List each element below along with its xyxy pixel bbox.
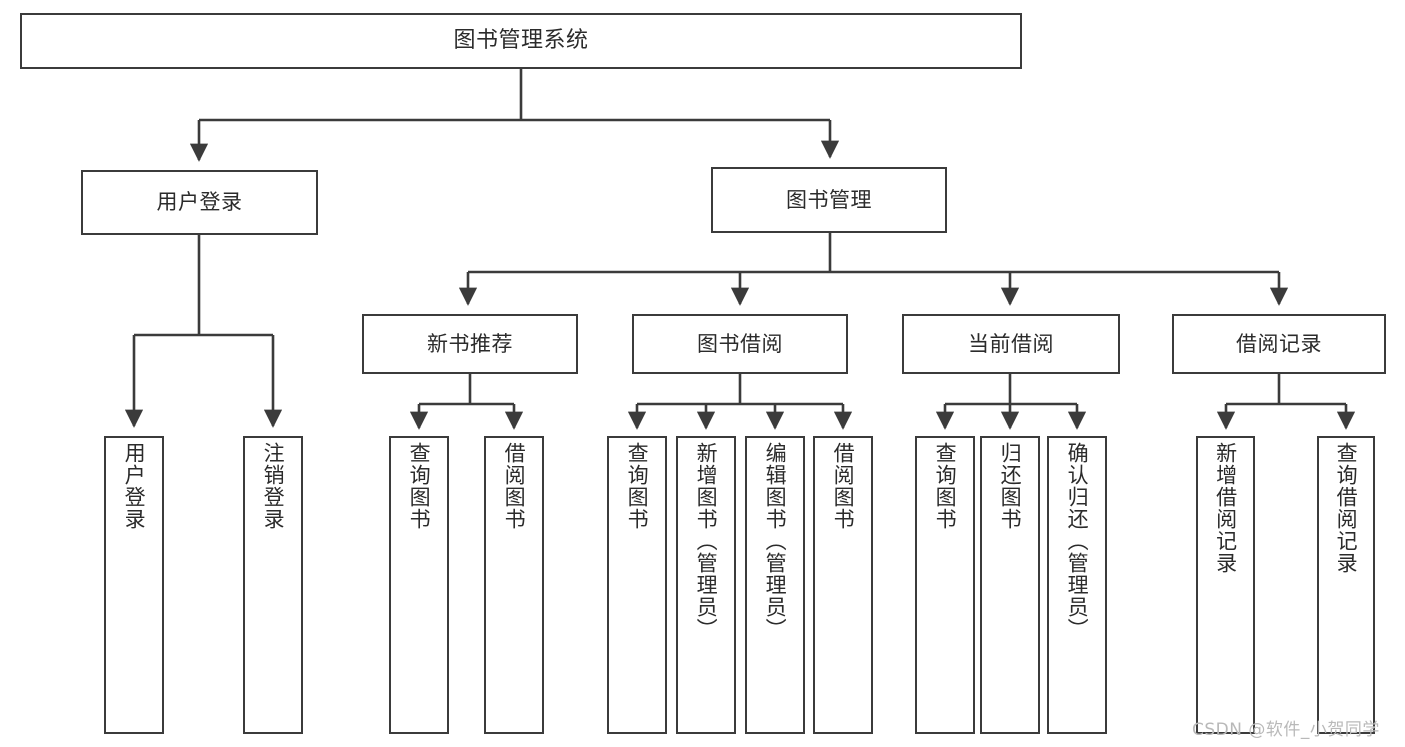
node-leaf-logout-label: 注销登录 (261, 442, 286, 530)
node-leaf-edit-book[interactable]: 编辑图书（管理员） (745, 436, 805, 734)
node-leaf-return-book-label: 归还图书 (998, 442, 1023, 530)
node-leaf-borrow-book-1-label: 借阅图书 (502, 442, 527, 530)
node-current-borrow[interactable]: 当前借阅 (902, 314, 1120, 374)
node-leaf-borrow-book-2[interactable]: 借阅图书 (813, 436, 873, 734)
node-leaf-edit-book-label: 编辑图书（管理员） (763, 442, 788, 640)
node-leaf-query-book-3[interactable]: 查询图书 (915, 436, 975, 734)
node-leaf-logout[interactable]: 注销登录 (243, 436, 303, 734)
node-leaf-confirm-return[interactable]: 确认归还（管理员） (1047, 436, 1107, 734)
node-leaf-add-book-label: 新增图书（管理员） (694, 442, 719, 640)
node-new-book-recommend[interactable]: 新书推荐 (362, 314, 578, 374)
node-user-login-label: 用户登录 (156, 190, 243, 215)
node-borrow-record-label: 借阅记录 (1236, 331, 1322, 356)
node-leaf-confirm-return-label: 确认归还（管理员） (1065, 442, 1090, 640)
node-root[interactable]: 图书管理系统 (20, 13, 1022, 69)
node-leaf-query-book-2[interactable]: 查询图书 (607, 436, 667, 734)
node-leaf-query-book-1[interactable]: 查询图书 (389, 436, 449, 734)
node-leaf-user-login[interactable]: 用户登录 (104, 436, 164, 734)
node-leaf-return-book[interactable]: 归还图书 (980, 436, 1040, 734)
node-book-borrow-label: 图书借阅 (697, 331, 783, 356)
node-leaf-query-record[interactable]: 查询借阅记录 (1317, 436, 1375, 734)
node-leaf-query-record-label: 查询借阅记录 (1334, 442, 1359, 574)
node-leaf-add-record[interactable]: 新增借阅记录 (1196, 436, 1255, 734)
watermark-text: CSDN @软件_小贺同学 (1192, 720, 1380, 740)
node-user-login[interactable]: 用户登录 (81, 170, 318, 235)
node-leaf-query-book-2-label: 查询图书 (625, 442, 650, 530)
node-book-borrow[interactable]: 图书借阅 (632, 314, 848, 374)
node-leaf-add-record-label: 新增借阅记录 (1213, 442, 1238, 574)
node-borrow-record[interactable]: 借阅记录 (1172, 314, 1386, 374)
node-new-book-recommend-label: 新书推荐 (427, 331, 513, 356)
node-book-manage[interactable]: 图书管理 (711, 167, 947, 233)
node-root-label: 图书管理系统 (453, 28, 589, 54)
node-leaf-borrow-book-2-label: 借阅图书 (831, 442, 856, 530)
node-leaf-add-book[interactable]: 新增图书（管理员） (676, 436, 736, 734)
node-book-manage-label: 图书管理 (786, 187, 872, 212)
node-leaf-query-book-1-label: 查询图书 (407, 442, 432, 530)
node-leaf-query-book-3-label: 查询图书 (933, 442, 958, 530)
node-current-borrow-label: 当前借阅 (968, 331, 1054, 356)
node-leaf-borrow-book-1[interactable]: 借阅图书 (484, 436, 544, 734)
node-leaf-user-login-label: 用户登录 (122, 442, 147, 530)
